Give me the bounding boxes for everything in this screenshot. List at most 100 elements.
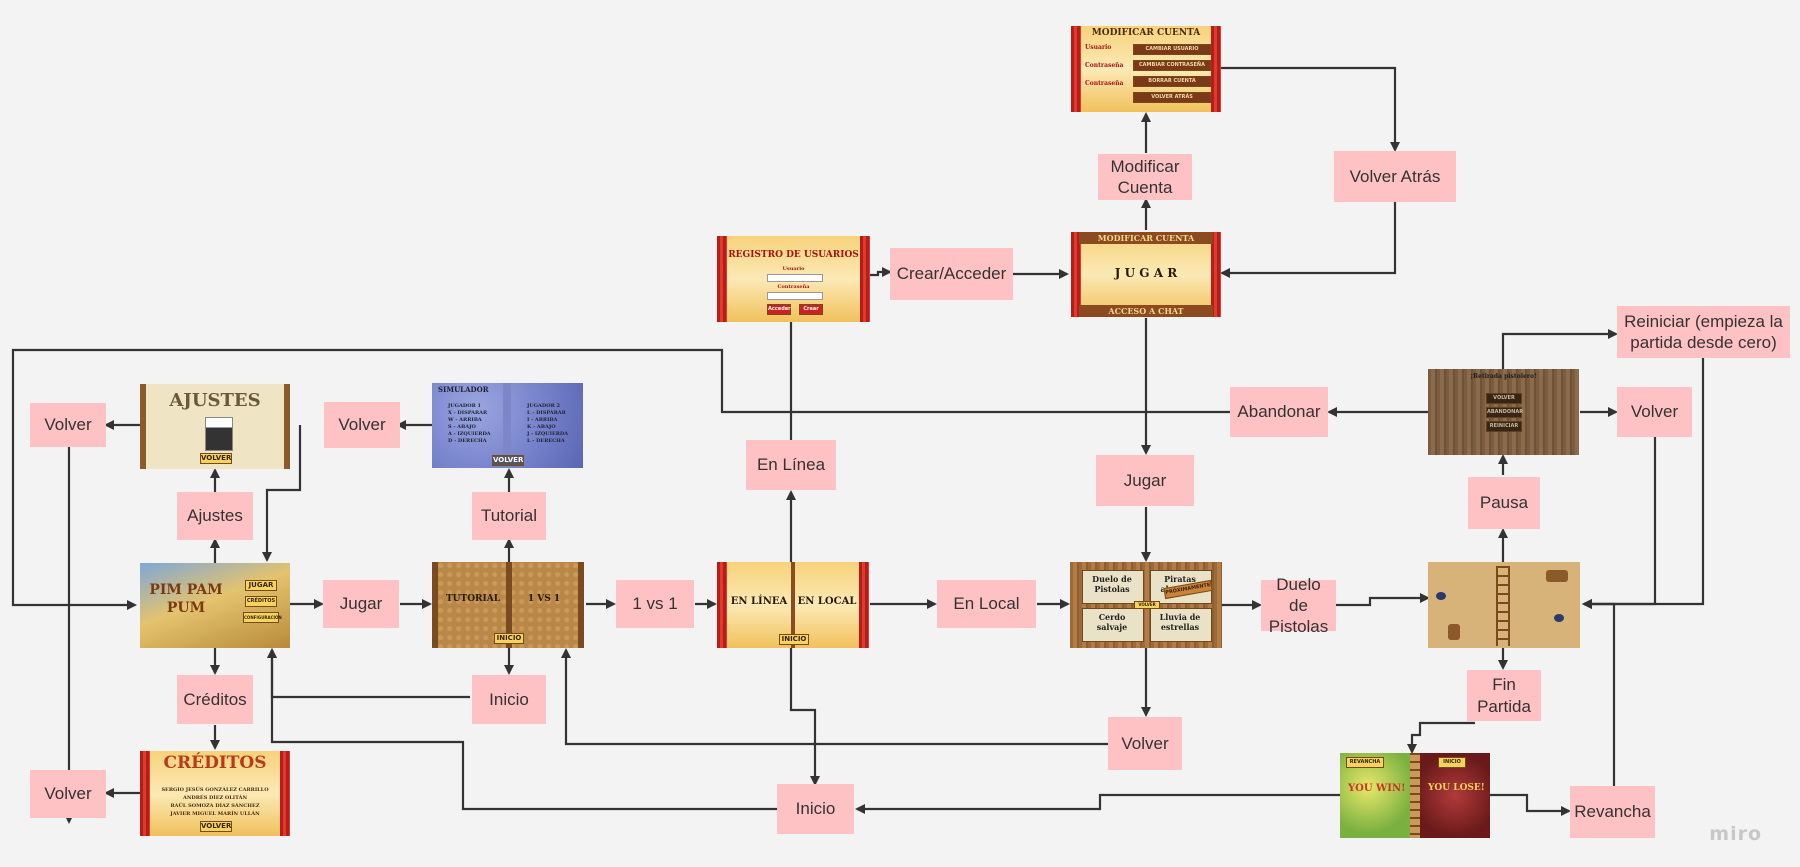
label-tutorial: Tutorial: [472, 492, 546, 540]
label-volver-atras: Volver Atrás: [1334, 151, 1456, 202]
volver-button: VOLVER: [492, 455, 524, 466]
label-volver-seleccion: Volver: [1108, 717, 1182, 770]
arrow-abandonar-to-menu: [11, 348, 1230, 610]
screen-tutorial: SIMULADOR JUGADOR 1 X - DISPARAR W - ARR…: [432, 383, 583, 468]
label-en-linea: En Línea: [746, 440, 836, 490]
arrow-pausascreen-to-reiniciar: [1501, 329, 1618, 369]
label-en-local: En Local: [937, 580, 1036, 628]
label-revancha: Revancha: [1570, 786, 1655, 838]
arrow-duelo-to-game: [1336, 593, 1430, 607]
chat-text: ACCESO A CHAT: [1108, 306, 1184, 316]
volver-button: VOLVER: [200, 821, 232, 832]
arrow-finscreen-to-revancha: [1490, 793, 1571, 816]
arrow-fin-to-finscreen: [1407, 721, 1475, 754]
label-jugar-online: Jugar: [1096, 455, 1194, 506]
label-abandonar: Abandonar: [1230, 387, 1328, 437]
screen-acceso: MODIFICAR CUENTA J U G A R ACCESO A CHAT: [1071, 232, 1221, 317]
label-volver-tutorial: Volver: [324, 402, 400, 448]
label-inicio-fin: Inicio: [777, 784, 854, 834]
field-label: Usuario: [782, 266, 805, 272]
label-volver-ajustes: Volver: [30, 403, 106, 447]
inicio-button: INICIO: [779, 634, 809, 645]
volver-button: VOLVER: [1486, 393, 1522, 404]
screen-game: [1428, 562, 1580, 648]
screen-fin-partida: REVANCHA INICIO YOU WIN! YOU LOSE!: [1340, 753, 1490, 838]
arrow-inicio-to-menu: [267, 648, 470, 699]
label-reiniciar: Reiniciar (empieza la partida desde cero…: [1617, 306, 1790, 358]
controls-left: JUGADOR 1 X - DISPARAR W - ARRIBA S - AB…: [448, 403, 491, 444]
credits-names: SERGIO JESÚS GONZÁLEZ CARRILLO ANDRÉS DÍ…: [161, 787, 269, 817]
screen-title: CRÉDITOS: [163, 753, 267, 773]
tutorial-option: TUTORIAL: [445, 594, 501, 604]
controls-right: JUGADOR 2 L - DISPARAR I - ARRIBA K - AB…: [527, 403, 569, 444]
field-label: Contraseña: [1085, 80, 1124, 87]
screen-title: REGISTRO DE USUARIOS: [728, 250, 859, 260]
jugar-button: JUGAR: [245, 580, 277, 591]
label-jugar-menu: Jugar: [323, 580, 399, 628]
field-label: Contraseña: [777, 284, 810, 290]
arrow-volver-tutorial-to-menu: [262, 425, 302, 562]
screen-creditos: CRÉDITOS SERGIO JESÚS GONZÁLEZ CARRILLO …: [140, 751, 290, 836]
arrow-volver-to-game: [1582, 437, 1657, 609]
volver-button: VOLVER: [200, 453, 232, 464]
pausa-title: ¡Retirada pistolero!: [1470, 373, 1537, 380]
screen-title: AJUSTES: [169, 390, 261, 411]
jugar-text: J U G A R: [1114, 266, 1178, 280]
screen-pausa: ¡Retirada pistolero! VOLVER ABANDONAR RE…: [1428, 369, 1579, 455]
acceder-button: Acceder: [767, 304, 791, 315]
arrow-linealocal-to-inicio: [789, 648, 820, 786]
vs-option: 1 VS 1: [527, 594, 561, 604]
label-volver-creditos: Volver: [30, 770, 106, 818]
game-logo: PIM PAM PUM: [149, 582, 223, 616]
lose-text: YOU LOSE!: [1428, 783, 1485, 793]
arrow-modscreen-to-volveratras: [1221, 66, 1400, 152]
option-button: CAMBIAR CONTRASEÑA: [1133, 60, 1211, 71]
screen-title: SIMULADOR: [438, 385, 489, 394]
label-pausa: Pausa: [1468, 477, 1540, 529]
label-duelo-pistolas: Duelo de Pistolas: [1261, 575, 1336, 636]
label-volver-pausa: Volver: [1617, 387, 1692, 437]
crear-button: Crear: [799, 304, 823, 315]
label-inicio-menu: Inicio: [472, 675, 546, 724]
inicio-button: INICIO: [1438, 757, 1466, 768]
local-option: EN LOCAL: [797, 596, 857, 607]
online-option: EN LÍNEA: [730, 596, 788, 607]
field-label: Contraseña: [1085, 62, 1124, 69]
label-creditos: Créditos: [177, 675, 253, 724]
lluvia-option: Lluvia de estrellas: [1159, 612, 1201, 632]
screen-modificar-cuenta: MODIFICAR CUENTA Usuario Contraseña Cont…: [1071, 26, 1221, 112]
creditos-button: CRÉDITOS: [245, 596, 277, 607]
field-label: Usuario: [1085, 44, 1112, 51]
label-fin-partida: Fin Partida: [1467, 670, 1541, 721]
screen-title: MODIFICAR CUENTA: [1097, 233, 1195, 243]
screen-ajustes: AJUSTES VOLVER: [140, 384, 290, 469]
reiniciar-button: REINICIAR: [1486, 421, 1522, 432]
label-1vs1: 1 vs 1: [616, 580, 694, 628]
option-button: BORRAR CUENTA: [1133, 76, 1211, 87]
arrow-volveratras-to-acceso: [1220, 202, 1397, 278]
arrow-finscreen-to-inicio: [855, 793, 1340, 814]
screen-seleccion: Duelo de Pistolas Piratas abordaje Cerdo…: [1070, 562, 1222, 648]
option-button: CAMBIAR USUARIO: [1133, 44, 1211, 55]
duelo-option: Duelo de Pistolas: [1092, 574, 1132, 594]
arrow-revancha-to-game: [1582, 599, 1616, 786]
label-modificar-cuenta: Modificar Cuenta: [1098, 154, 1192, 200]
volver-button: VOLVER: [1134, 601, 1160, 609]
cerdo-option: Cerdo salvaje: [1096, 612, 1128, 632]
abandonar-button: ABANDONAR: [1486, 407, 1523, 418]
label-ajustes: Ajustes: [177, 492, 253, 540]
label-crear-acceder: Crear/Acceder: [890, 248, 1013, 300]
win-text: YOU WIN!: [1348, 783, 1406, 794]
option-button: VOLVER ATRÁS: [1133, 92, 1211, 103]
screen-linea-local: EN LÍNEA EN LOCAL INICIO: [717, 562, 869, 648]
screen-modo: TUTORIAL 1 VS 1 INICIO: [432, 562, 584, 648]
arrow-registro-to-crear: [870, 267, 892, 277]
screen-main-menu: PIM PAM PUM JUGAR CRÉDITOS CONFIGURACIÓN: [140, 563, 290, 648]
screen-registro-usuarios: REGISTRO DE USUARIOS Usuario Contraseña …: [717, 236, 870, 322]
miro-logo: miro: [1709, 823, 1762, 845]
revancha-button: REVANCHA: [1346, 757, 1384, 768]
arrow-volver-to-modo: [561, 648, 1108, 746]
screen-title: MODIFICAR CUENTA: [1091, 28, 1201, 38]
inicio-button: INICIO: [494, 633, 524, 644]
